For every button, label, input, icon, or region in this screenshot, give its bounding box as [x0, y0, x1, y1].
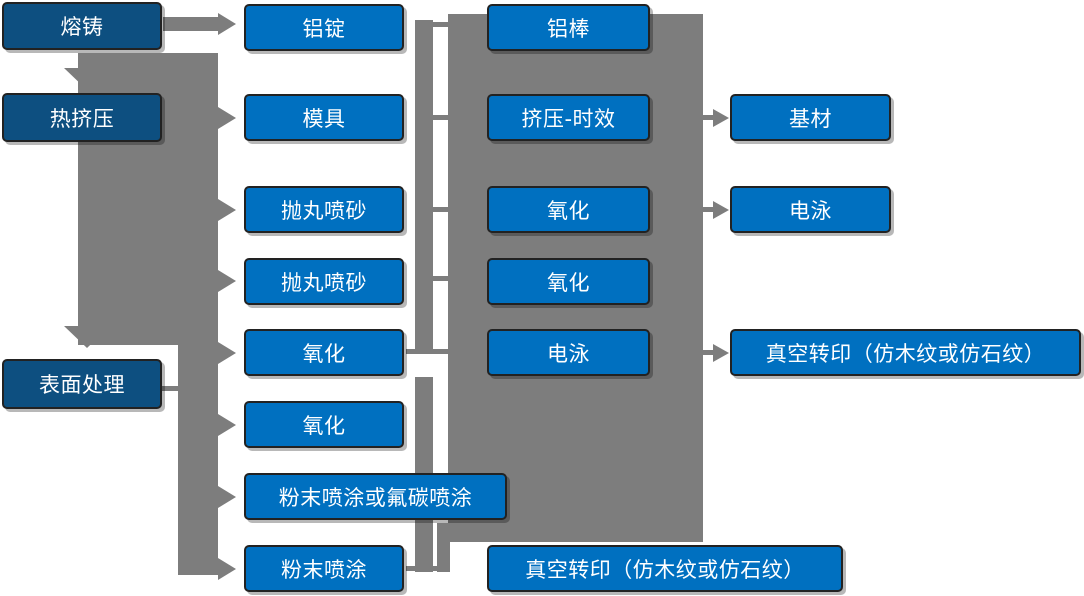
node-electrophoresis-a: 电泳 [487, 329, 650, 376]
node-vacuum-transfer-a: 真空转印（仿木纹或仿石纹） [487, 545, 843, 592]
connector-shaft-electrophoresis [703, 207, 715, 212]
arrow-right-row7-icon [218, 486, 236, 508]
arrow-right-row5-icon [218, 342, 236, 364]
connector-shaft-base-material [703, 115, 715, 120]
node-extrusion-aging: 挤压-时效 [487, 94, 650, 141]
connector-left-trunk-lower [178, 53, 218, 575]
node-shot-blasting-2: 抛丸喷砂 [244, 258, 404, 305]
connector-melting-to-ingot-shaft [163, 17, 219, 31]
connector-tick-row3 [433, 207, 449, 212]
connector-surface-treatment-tick [162, 386, 178, 391]
node-oxidation-c: 氧化 [487, 186, 650, 233]
connector-tick-row1 [433, 22, 449, 27]
arrow-right-row1-icon [218, 13, 236, 35]
node-melting-casting: 熔铸 [2, 2, 162, 50]
node-mold: 模具 [244, 94, 404, 141]
node-powder-or-fluorocarbon-coating: 粉末喷涂或氟碳喷涂 [244, 473, 507, 520]
node-surface-treatment: 表面处理 [2, 359, 162, 409]
node-aluminum-ingot: 铝锭 [244, 4, 404, 51]
arrow-right-row6-icon [218, 414, 236, 436]
connector-tick-row4 [433, 276, 449, 281]
arrow-down-to-hot-extrusion-icon [64, 68, 110, 90]
node-vacuum-transfer-b: 真空转印（仿木纹或仿石纹） [730, 329, 1081, 376]
arrow-right-row3-icon [218, 199, 236, 221]
node-oxidation-b: 氧化 [244, 401, 404, 448]
arrow-right-row2-icon [218, 107, 236, 129]
connector-tick-row2 [433, 115, 449, 120]
node-powder-coating: 粉末喷涂 [244, 545, 404, 592]
node-base-material: 基材 [730, 94, 891, 141]
connector-tick-row5 [406, 349, 448, 354]
connector-shaft-vacuum-transfer [703, 350, 715, 355]
arrow-right-vacuum-transfer-icon [713, 344, 729, 362]
connector-mid-bar-upper [415, 20, 433, 353]
arrow-right-row4-icon [218, 270, 236, 292]
arrow-right-base-material-icon [713, 109, 729, 127]
node-oxidation-a: 氧化 [244, 329, 404, 376]
arrow-down-to-surface-treatment-icon [64, 326, 110, 348]
arrow-right-electrophoresis-icon [713, 201, 729, 219]
node-aluminum-rod: 铝棒 [487, 4, 650, 51]
node-shot-blasting-1: 抛丸喷砂 [244, 186, 404, 233]
arrow-right-row8-icon [218, 558, 236, 580]
node-oxidation-d: 氧化 [487, 258, 650, 305]
node-electrophoresis-b: 电泳 [730, 186, 891, 233]
node-hot-extrusion: 热挤压 [2, 93, 162, 142]
connector-bottom-stub [437, 523, 450, 572]
connector-tick-bottom [406, 566, 450, 571]
